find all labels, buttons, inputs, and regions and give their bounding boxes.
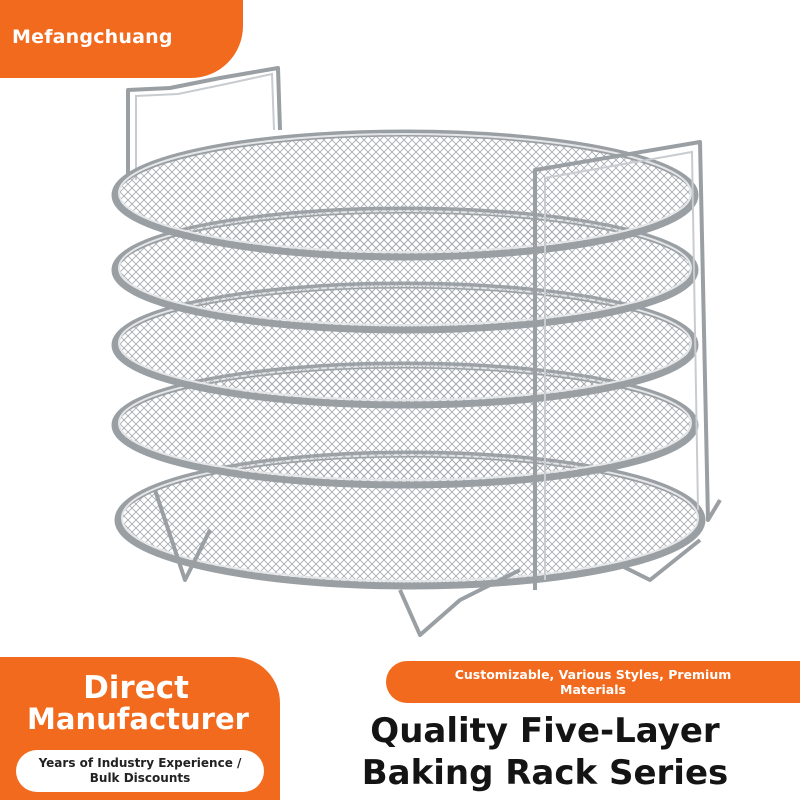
baking-rack-image	[111, 66, 722, 637]
brand-tab	[0, 0, 243, 78]
product-title-line-1: Quality Five-Layer	[370, 711, 720, 751]
headline-direct: Direct	[83, 670, 189, 706]
rack-legs	[153, 489, 702, 637]
experience-text: Years of Industry Experience /	[38, 756, 242, 770]
product-title-line-2: Baking Rack Series	[361, 753, 729, 793]
headline-manufacturer: Manufacturer	[27, 702, 249, 736]
features-tagline: Customizable, Various Styles, Premium Ma…	[386, 661, 800, 703]
rack-handle-left	[126, 66, 282, 180]
brand-name: Mefangchuang	[12, 26, 173, 48]
tagline-line-2: Materials	[560, 682, 626, 697]
rack-frame-right	[533, 140, 722, 590]
tagline-line-1: Customizable, Various Styles, Premium	[454, 667, 732, 682]
discount-text: Bulk Discounts	[89, 771, 191, 785]
rack-tray-rim-1	[118, 133, 692, 253]
experience-badge: Years of Industry Experience / Bulk Disc…	[16, 750, 264, 792]
